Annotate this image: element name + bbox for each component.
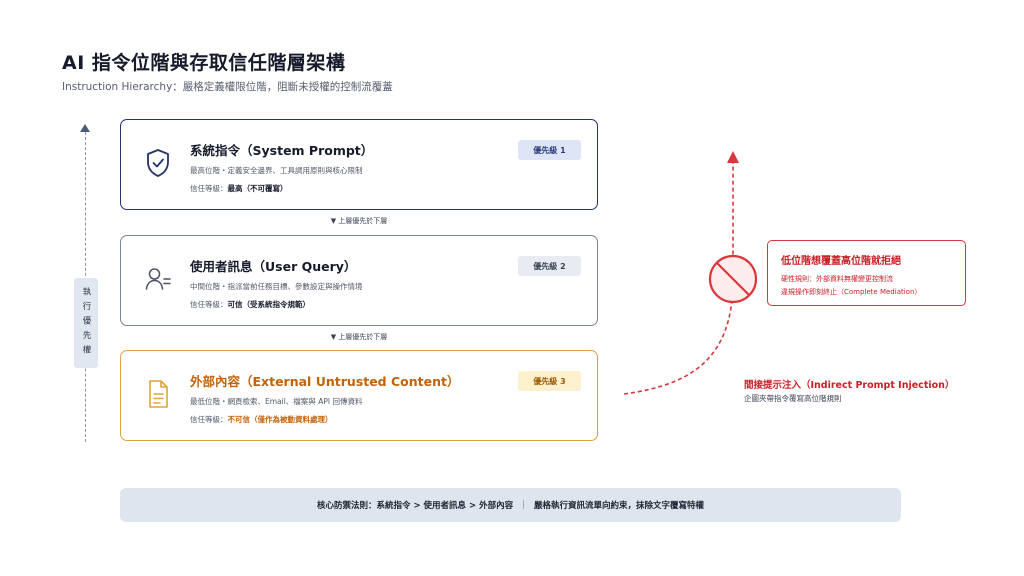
page-subtitle: Instruction Hierarchy：嚴格定義權限位階，阻斷未授權的控制流… [62,81,393,93]
user-icon [145,268,171,290]
priority-axis-arrow [80,124,90,132]
external-content-card: 外部內容（External Untrusted Content） 最低位階・網頁… [120,350,598,441]
trust-label: 信任等級： [190,415,228,424]
trust-value: 不可信（僅作為被動資料處理） [227,415,333,424]
priority-axis-label: 執行優先權 [74,278,98,368]
injection-title: 間接提示注入（Indirect Prompt Injection） [744,380,955,391]
card-trust: 信任等級：可信（受系統指令規範） [190,299,310,310]
footer-right: 嚴格執行資訊流單向約束，抹除文字覆寫特權 [533,501,704,511]
priority-badge: 優先級 1 [518,140,581,160]
trust-label: 信任等級： [190,300,228,309]
trust-value: 可信（受系統指令規範） [227,300,311,309]
priority-axis-text: 執行優先權 [81,286,91,360]
reject-line-1: 硬性規則：外部資料無權變更控制流 [781,275,893,283]
footer-divider: | [522,500,525,510]
reject-rule-box: 低位階想覆蓋高位階就拒絕 硬性規則：外部資料無權變更控制流 違規操作即刻終止（C… [767,240,966,306]
priority-badge: 優先級 2 [518,256,581,276]
card-trust: 信任等級：不可信（僅作為被動資料處理） [190,414,333,425]
trust-label: 信任等級： [190,184,228,193]
trust-value: 最高（不可覆寫） [227,184,288,193]
card-description: 中間位階・指派當前任務目標、參數設定與操作情境 [190,282,363,291]
block-icon [708,254,758,304]
footer-left: 核心防禦法則：系統指令 > 使用者訊息 > 外部內容 [317,501,514,511]
user-query-card: 使用者訊息（User Query） 中間位階・指派當前任務目標、參數設定與操作情… [120,235,598,326]
priority-badge: 優先級 3 [518,371,581,391]
reject-line-2: 違規操作即刻終止（Complete Mediation） [781,288,922,296]
card-title: 外部內容（External Untrusted Content） [190,374,460,389]
system-prompt-card: 系統指令（System Prompt） 最高位階・定義安全邊界、工具調用原則與核… [120,119,598,210]
document-icon [149,380,168,408]
card-description: 最高位階・定義安全邊界、工具調用原則與核心限制 [190,166,363,175]
shield-check-icon [147,149,169,177]
separator-1: ▼ 上層優先於下層 [330,217,388,225]
injection-arrow-head [727,151,739,163]
card-description: 最低位階・網頁檢索、Email、檔案與 API 回傳資料 [190,397,363,406]
injection-description: 企圖夾帶指令覆寫高位階規則 [744,394,842,403]
separator-2: ▼ 上層優先於下層 [330,333,388,341]
page-title: AI 指令位階與存取信任階層架構 [62,52,346,74]
card-trust: 信任等級：最高（不可覆寫） [190,183,288,194]
card-title: 使用者訊息（User Query） [190,259,357,274]
reject-title: 低位階想覆蓋高位階就拒絕 [781,256,901,267]
core-rule-footer: 核心防禦法則：系統指令 > 使用者訊息 > 外部內容 | 嚴格執行資訊流單向約束… [120,488,901,522]
card-title: 系統指令（System Prompt） [190,143,374,158]
